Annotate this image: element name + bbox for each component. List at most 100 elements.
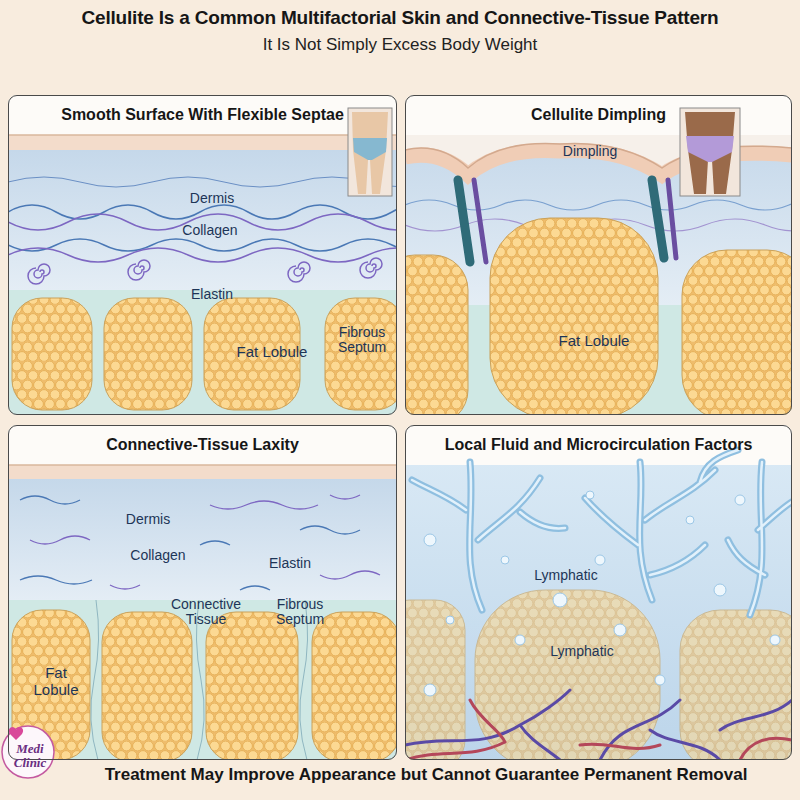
- panel-dimpling-art-part-part: [458, 180, 470, 262]
- title: Cellulite Is a Common Multifactorial Ski…: [5, 7, 795, 29]
- panel-laxity-art-part-part: [20, 576, 92, 584]
- panel-smooth-art-part: [12, 298, 92, 410]
- panel-smooth-art: [8, 95, 397, 415]
- panel-laxity-art-part: [8, 464, 397, 466]
- panel-dimpling-art-part: [682, 250, 792, 415]
- logo-part: [9, 727, 23, 740]
- part-label: Lymphatic: [516, 568, 616, 583]
- panel-laxity-art-part: [312, 612, 397, 760]
- panel-heading: Cellulite Dimpling: [406, 106, 791, 124]
- panel-smooth-art-part: [28, 264, 50, 284]
- panel-fluid-art-part: [412, 450, 792, 615]
- panel-fluid-art-part-part: [412, 462, 565, 610]
- panel-laxity-art-part-part: [110, 585, 140, 589]
- panel-smooth-art-part: [360, 258, 382, 278]
- panel-fluid-art-part-part: [585, 450, 738, 600]
- part-label: Connective Tissue: [166, 597, 246, 628]
- panel-dimpling-art-part: [686, 136, 734, 162]
- panel-laxity-art-part-part: [91, 600, 99, 760]
- panel-dimpling-art-part: [680, 108, 740, 196]
- part-label: Fat Lobule: [217, 344, 327, 361]
- panel-laxity-art-part: [102, 612, 192, 760]
- panel-fluid-art-part-part: [515, 635, 525, 645]
- part-label: Collagen: [165, 223, 255, 238]
- panel-fluid-art-part-part: [586, 491, 594, 499]
- part-label: Fat Lobule: [28, 665, 84, 698]
- panel-fluid-art-part: [424, 491, 780, 696]
- panel-heading: Local Fluid and Microcirculation Factors: [406, 436, 791, 454]
- logo-part: [2, 726, 54, 778]
- panel-smooth-art-part: [352, 112, 388, 194]
- panel-dimpling-art-part-part: [652, 180, 664, 258]
- part-label: Fat Lobule: [539, 333, 649, 350]
- panel-smooth-art-part: [348, 108, 392, 196]
- panel: Cellulite Dimpling: [405, 95, 792, 415]
- panel-smooth-art-part: [104, 298, 192, 410]
- part-label: Elastin: [167, 287, 257, 302]
- panel-laxity-art-part-part: [210, 501, 318, 509]
- panel-laxity-art-part: [8, 425, 397, 465]
- panel-laxity-art-part-part: [200, 541, 230, 545]
- part-label: Elastin: [245, 556, 335, 571]
- panel-laxity-art-part: [8, 465, 397, 479]
- panel-dimpling-art-part-part: [668, 180, 676, 258]
- panel-smooth-art-part: [325, 298, 397, 410]
- panel-smooth-art-part-part: [8, 177, 397, 187]
- part-label: Dermis: [167, 191, 257, 206]
- panel-fluid-art-part-part: [735, 495, 745, 505]
- panel-fluid-art-part-part: [686, 516, 694, 524]
- panel-smooth-art-part-part: [8, 239, 397, 251]
- panel-fluid-art-part-part: [501, 556, 509, 564]
- panel-laxity-art-part-part: [30, 536, 90, 544]
- panel-laxity-art-part-part: [320, 571, 380, 579]
- panel-dimpling-art-part: [405, 255, 468, 415]
- panel-smooth-art-part: [353, 138, 387, 160]
- logo: [2, 726, 54, 778]
- panel-smooth-art-part: [288, 262, 310, 282]
- panel-smooth-art-part-part: [8, 248, 397, 262]
- panel-fluid-art-part-part: [405, 700, 792, 760]
- panel-dimpling-art-part: [458, 180, 676, 262]
- panel-fluid-art-part-part: [728, 462, 792, 615]
- panel-laxity-art-part: [206, 612, 298, 760]
- part-label: Lymphatic: [532, 644, 632, 659]
- panel-fluid-art: [405, 425, 792, 760]
- panel-fluid-art-part-part: [728, 462, 792, 615]
- panel-fluid-art-part-part: [585, 450, 738, 600]
- part-label: Fibrous Septum: [268, 597, 333, 628]
- panel-fluid-art-part-part: [595, 555, 605, 565]
- panel-fluid-art-part-part: [405, 690, 792, 760]
- panel-fluid-art-part-part: [655, 675, 665, 685]
- panel-smooth-art-part: [8, 150, 397, 290]
- panel-laxity-art: [8, 425, 397, 760]
- panel-fluid-art-part-part: [424, 534, 436, 546]
- panel-smooth-art-part: [128, 260, 150, 280]
- part-label: Dermis: [103, 512, 193, 527]
- panel-heading: Connective-Tissue Laxity: [9, 436, 396, 454]
- panel: Connective-Tissue Laxity: [8, 425, 397, 760]
- panel-fluid-art-part-part: [770, 635, 780, 645]
- panel-dimpling-art-part-part: [474, 180, 486, 262]
- panel-dimpling-art-part: [490, 218, 658, 415]
- panel-smooth-art-part: [8, 134, 397, 136]
- subtitle: It Is Not Simply Excess Body Weight: [20, 36, 780, 55]
- panel-smooth-art-part: [8, 177, 397, 262]
- panel: Local Fluid and Microcirculation Factors: [405, 425, 792, 760]
- panel-laxity-art-part-part: [20, 496, 80, 504]
- panel-heading: Smooth Surface With Flexible Septae: [9, 106, 396, 124]
- panel: Smooth Surface With Flexible Septae: [8, 95, 397, 415]
- panel-laxity-art-part: [20, 495, 380, 590]
- panel-dimpling-art: [405, 95, 792, 415]
- panel-fluid-art-part: [405, 425, 792, 465]
- part-label: Dimpling: [545, 144, 635, 159]
- panel-laxity-art-part-part: [240, 586, 270, 590]
- panel-fluid-art-part-part: [405, 600, 465, 760]
- logo-text: Medi Clinic: [7, 742, 53, 771]
- panel-fluid-art-part: [405, 590, 792, 760]
- panel-fluid-art-part-part: [553, 593, 567, 607]
- panel-laxity-art-part-part: [300, 526, 360, 534]
- part-label: Collagen: [113, 548, 203, 563]
- panel-fluid-art-part-part: [714, 584, 726, 596]
- caption: Treatment May Improve Appearance but Can…: [56, 765, 796, 785]
